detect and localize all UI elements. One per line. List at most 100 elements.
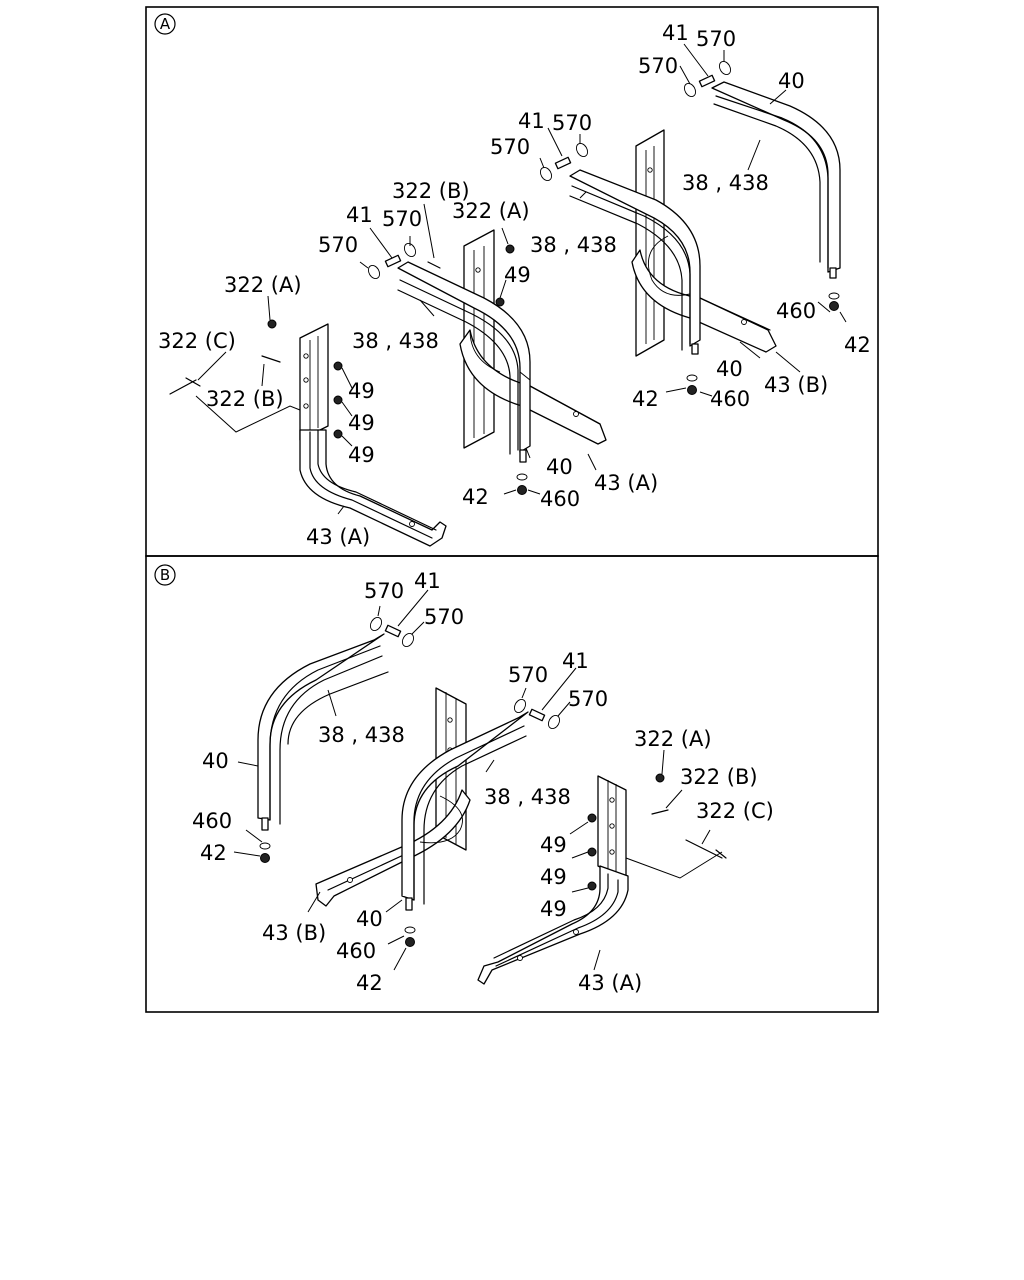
label-38-438: 38 , 438 xyxy=(352,329,439,353)
pin-41-b2 xyxy=(528,708,546,722)
nut-322a-b xyxy=(655,773,665,783)
ring-570-a4 xyxy=(575,142,589,158)
label-570: 570 xyxy=(424,605,464,629)
label-38-438: 38 , 438 xyxy=(530,233,617,257)
label-43a: 43 (A) xyxy=(594,471,658,495)
label-322c: 322 (C) xyxy=(696,799,774,823)
nut-49-b2 xyxy=(587,847,597,857)
label-40: 40 xyxy=(356,907,383,931)
label-322a: 322 (A) xyxy=(224,273,302,297)
bolt-322b-a2 xyxy=(261,355,281,363)
bolt-322c-b xyxy=(685,839,727,859)
pin-41-a2 xyxy=(554,156,572,170)
label-40: 40 xyxy=(202,749,229,773)
label-322b: 322 (B) xyxy=(392,179,470,203)
label-570: 570 xyxy=(696,27,736,51)
label-570: 570 xyxy=(382,207,422,231)
section-b-marker-text: B xyxy=(160,566,170,584)
label-43a: 43 (A) xyxy=(306,525,370,549)
label-43b: 43 (B) xyxy=(764,373,828,397)
label-460: 460 xyxy=(540,487,580,511)
nut-49-a2 xyxy=(333,361,343,371)
label-570: 570 xyxy=(490,135,530,159)
label-570: 570 xyxy=(508,663,548,687)
label-49: 49 xyxy=(348,379,375,403)
label-49: 49 xyxy=(348,411,375,435)
nut-49-b3 xyxy=(587,881,597,891)
support-43b xyxy=(631,249,777,353)
label-570: 570 xyxy=(318,233,358,257)
label-570: 570 xyxy=(552,111,592,135)
pin-41-a1 xyxy=(698,74,716,88)
label-460: 460 xyxy=(776,299,816,323)
bracket-a-right xyxy=(635,129,665,357)
label-322b: 322 (B) xyxy=(680,765,758,789)
label-322b: 322 (B) xyxy=(206,387,284,411)
section-a-labels: 41 570 570 40 38 , 438 460 42 43 (B) 41 … xyxy=(158,21,871,549)
nut-49-a4 xyxy=(333,429,343,439)
label-49: 49 xyxy=(540,897,567,921)
section-a-marker-text: A xyxy=(160,15,171,33)
nut-322a-a2 xyxy=(267,319,277,329)
label-322c: 322 (C) xyxy=(158,329,236,353)
label-460: 460 xyxy=(710,387,750,411)
label-49: 49 xyxy=(348,443,375,467)
mudguard-b-center xyxy=(401,711,529,911)
label-570: 570 xyxy=(364,579,404,603)
washer-460-b1 xyxy=(259,842,271,850)
nut-42-a2 xyxy=(687,385,697,395)
label-38-438: 38 , 438 xyxy=(484,785,571,809)
section-a-marker: A xyxy=(154,13,176,35)
nut-49-a3 xyxy=(333,395,343,405)
nut-42-a3 xyxy=(517,485,527,495)
support-43a-left xyxy=(299,429,447,547)
label-49: 49 xyxy=(504,263,531,287)
label-40: 40 xyxy=(546,455,573,479)
ring-570-b1 xyxy=(369,616,383,632)
ring-570-a3 xyxy=(539,166,553,182)
label-322a: 322 (A) xyxy=(452,199,530,223)
label-40: 40 xyxy=(716,357,743,381)
washer-460-a3 xyxy=(516,473,528,481)
bracket-a-left xyxy=(299,323,329,441)
label-43b: 43 (B) xyxy=(262,921,326,945)
mudguard-a-right xyxy=(711,81,841,279)
label-322a: 322 (A) xyxy=(634,727,712,751)
washer-460-b2 xyxy=(404,926,416,934)
ring-570-b2 xyxy=(401,632,415,648)
section-b-marker: B xyxy=(154,564,176,586)
label-42: 42 xyxy=(356,971,383,995)
label-460: 460 xyxy=(336,939,376,963)
label-41: 41 xyxy=(518,109,545,133)
ring-570-b4 xyxy=(547,714,561,730)
bracket-a-center xyxy=(463,229,495,449)
ring-570-a2 xyxy=(718,60,732,76)
label-460: 460 xyxy=(192,809,232,833)
bracket-b-right xyxy=(597,775,627,881)
label-42: 42 xyxy=(844,333,871,357)
section-b-drawing xyxy=(233,589,727,985)
label-570: 570 xyxy=(568,687,608,711)
washer-460-a2 xyxy=(686,374,698,382)
label-49: 49 xyxy=(540,865,567,889)
mudguard-b-left xyxy=(257,633,389,831)
bolt-322b-b xyxy=(651,809,669,815)
pin-41-b1 xyxy=(384,624,402,638)
mudguard-a-midright xyxy=(569,169,701,355)
mudguard-a-center xyxy=(397,261,531,463)
label-41: 41 xyxy=(346,203,373,227)
pin-41-a3 xyxy=(384,254,402,268)
support-43a-center xyxy=(459,329,607,445)
section-b-frame xyxy=(145,555,879,1013)
nut-49-b1 xyxy=(587,813,597,823)
label-41: 41 xyxy=(414,569,441,593)
nut-42-a1 xyxy=(829,301,839,311)
label-42: 42 xyxy=(462,485,489,509)
support-43a-right xyxy=(477,865,629,985)
label-42: 42 xyxy=(632,387,659,411)
label-41: 41 xyxy=(562,649,589,673)
nut-49-a1 xyxy=(495,297,505,307)
section-a-drawing xyxy=(169,43,847,547)
nut-42-b1 xyxy=(260,853,270,863)
